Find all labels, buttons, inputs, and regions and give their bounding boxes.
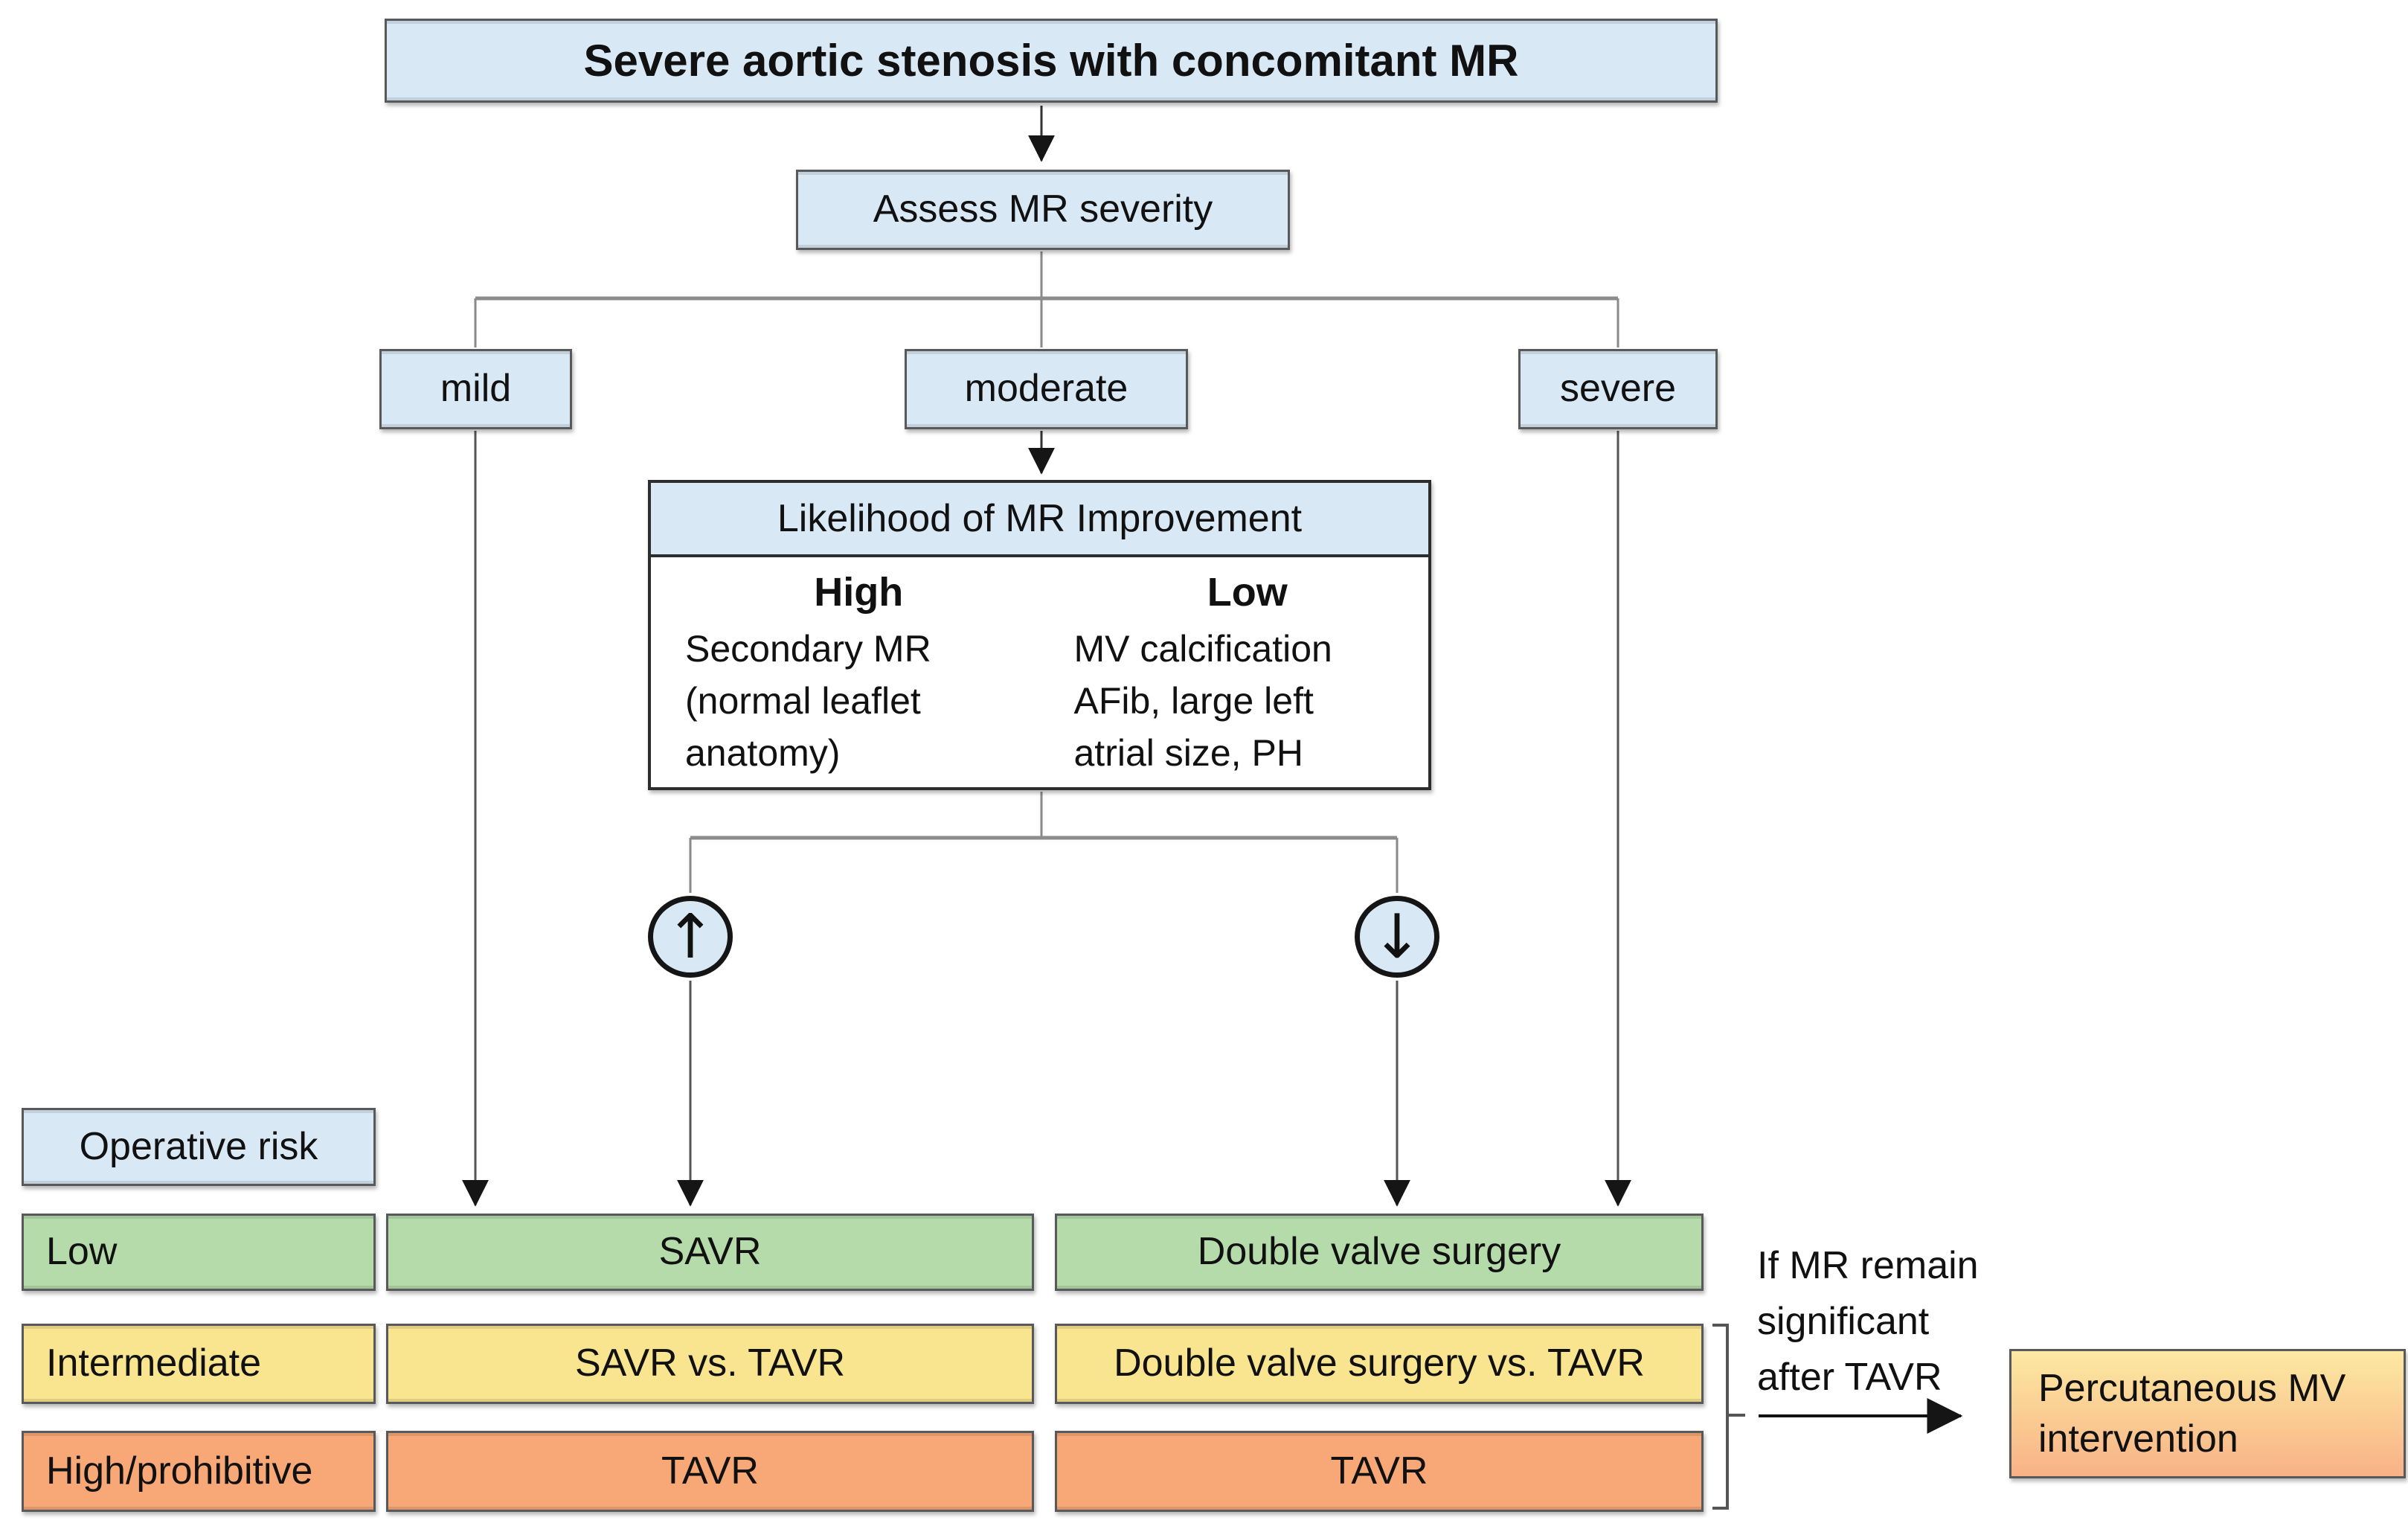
likelihood-low-title: Low <box>1207 570 1288 615</box>
mr-improvement-high-circle: ↑ <box>648 896 733 978</box>
risk-low-cell: Low <box>22 1214 376 1291</box>
down-arrow-icon: ↓ <box>1371 901 1423 972</box>
likelihood-low-column: Low MV calcification AFib, large left at… <box>1040 557 1429 787</box>
if-mr-remains-note: If MR remain significant after TAVR <box>1757 1244 1979 1399</box>
treatment-double-valve-vs-tavr-cell: Double valve surgery vs. TAVR <box>1055 1324 1704 1404</box>
treatment-savr-cell: SAVR <box>386 1214 1034 1291</box>
likelihood-high-title: High <box>814 570 904 615</box>
severity-severe-box: severe <box>1518 349 1718 429</box>
severity-moderate-box: moderate <box>905 349 1188 429</box>
likelihood-high-desc: Secondary MR (normal leaflet anatomy) <box>685 628 931 774</box>
treatment-tavr-mid-cell: TAVR <box>386 1431 1034 1512</box>
treatment-tavr-right-cell: TAVR <box>1055 1431 1704 1512</box>
risk-intermediate-cell: Intermediate <box>22 1324 376 1404</box>
likelihood-panel: Likelihood of MR Improvement High Second… <box>648 480 1431 790</box>
likelihood-high-column: High Secondary MR (normal leaflet anatom… <box>651 557 1040 787</box>
up-arrow-icon: ↑ <box>664 901 716 972</box>
treatment-double-valve-surgery-cell: Double valve surgery <box>1055 1214 1704 1291</box>
treatment-savr-vs-tavr-cell: SAVR vs. TAVR <box>386 1324 1034 1404</box>
title-box: Severe aortic stenosis with concomitant … <box>385 19 1718 103</box>
risk-high-prohibitive-cell: High/prohibitive <box>22 1431 376 1512</box>
assess-mr-severity-box: Assess MR severity <box>796 170 1290 250</box>
severity-mild-box: mild <box>379 349 572 429</box>
likelihood-low-desc: MV calcification AFib, large left atrial… <box>1073 628 1332 774</box>
percutaneous-mv-intervention-label: Percutaneous MV intervention <box>2038 1367 2346 1461</box>
mr-improvement-low-circle: ↓ <box>1355 896 1439 978</box>
likelihood-header: Likelihood of MR Improvement <box>651 483 1428 557</box>
bracket-tavr-group <box>1712 1324 1745 1510</box>
percutaneous-mv-intervention-box: Percutaneous MV intervention <box>2009 1349 2406 1478</box>
likelihood-body: High Secondary MR (normal leaflet anatom… <box>651 557 1428 787</box>
operative-risk-box: Operative risk <box>22 1108 376 1186</box>
